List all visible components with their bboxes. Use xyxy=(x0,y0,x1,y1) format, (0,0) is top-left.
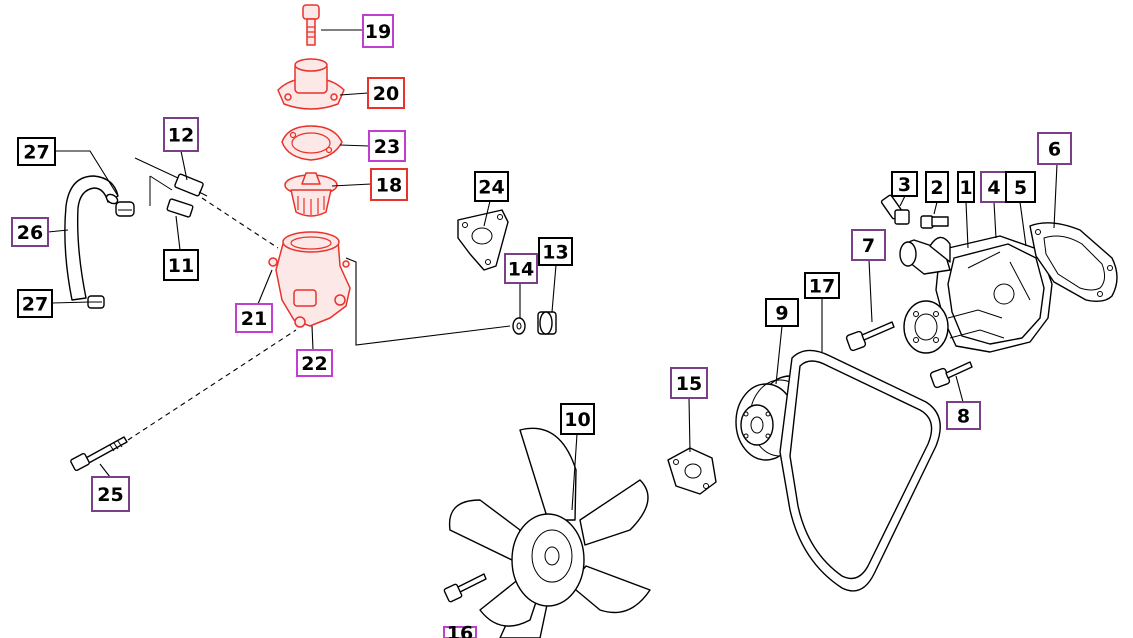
callout-13[interactable]: 13 xyxy=(538,237,573,266)
callout-26[interactable]: 26 xyxy=(11,217,49,247)
part-27-clamp-upper xyxy=(115,201,135,217)
callout-box-2[interactable] xyxy=(925,171,949,203)
part-7-bolt xyxy=(845,321,895,352)
part-14-washer xyxy=(512,317,526,335)
callout-box-19[interactable] xyxy=(362,14,394,48)
callout-box-16[interactable] xyxy=(443,626,477,638)
callout-box-26[interactable] xyxy=(11,217,49,247)
part-15-spacer xyxy=(667,447,717,495)
leader-lines xyxy=(47,29,1058,511)
callout-box-5[interactable] xyxy=(1005,171,1036,203)
callout-20[interactable]: 20 xyxy=(367,77,405,109)
part-25-long-bolt xyxy=(70,436,128,472)
callout-15[interactable]: 15 xyxy=(670,367,708,399)
callout-14[interactable]: 14 xyxy=(504,253,538,284)
callout-box-18[interactable] xyxy=(370,168,408,201)
callout-11[interactable]: 11 xyxy=(163,249,199,281)
callout-17[interactable]: 17 xyxy=(804,272,840,299)
callout-box-14[interactable] xyxy=(504,253,538,284)
callout-24[interactable]: 24 xyxy=(474,171,509,202)
callout-8[interactable]: 8 xyxy=(946,401,981,430)
callout-box-22[interactable] xyxy=(296,349,333,377)
part-20-thermostat-cover xyxy=(277,58,345,110)
part-10-fan xyxy=(448,427,651,638)
callout-box-20[interactable] xyxy=(367,77,405,109)
part-11-sensor xyxy=(149,175,194,218)
part-12-temperature-sensor xyxy=(134,157,208,197)
callout-box-21[interactable] xyxy=(235,303,273,333)
callout-box-27b[interactable] xyxy=(17,289,53,318)
part-2-small-bolt xyxy=(920,215,949,229)
callout-19[interactable]: 19 xyxy=(362,14,394,48)
callout-6[interactable]: 6 xyxy=(1037,132,1072,165)
part-23-gasket xyxy=(281,125,343,161)
callout-27a[interactable]: 27 xyxy=(17,137,56,166)
part-8-bolt xyxy=(929,361,973,389)
callout-box-13[interactable] xyxy=(538,237,573,266)
callout-21[interactable]: 21 xyxy=(235,303,273,333)
part-26-hose xyxy=(64,175,119,301)
callout-22[interactable]: 22 xyxy=(296,349,333,377)
callout-box-17[interactable] xyxy=(804,272,840,299)
part-22-thermostat-housing xyxy=(268,231,351,328)
part-13-plug xyxy=(537,311,557,335)
part-16-bolt xyxy=(443,573,487,603)
part-17-v-belt xyxy=(779,349,941,592)
callout-18[interactable]: 18 xyxy=(370,168,408,201)
callout-5[interactable]: 5 xyxy=(1005,171,1036,203)
callout-box-25[interactable] xyxy=(91,476,130,512)
callout-box-9[interactable] xyxy=(765,298,799,327)
callout-box-27a[interactable] xyxy=(17,137,56,166)
callout-4[interactable]: 4 xyxy=(980,171,1008,203)
callout-box-3[interactable] xyxy=(891,171,918,197)
part-24-gasket-plate xyxy=(457,209,509,271)
callout-box-15[interactable] xyxy=(670,367,708,399)
callout-box-10[interactable] xyxy=(560,403,595,435)
callout-box-4[interactable] xyxy=(980,171,1008,203)
callout-1[interactable]: 1 xyxy=(957,171,975,203)
callout-box-8[interactable] xyxy=(946,401,981,430)
callout-25[interactable]: 25 xyxy=(91,476,130,512)
part-3-sensor xyxy=(880,194,910,225)
callout-16[interactable]: 16 xyxy=(443,623,477,638)
callout-box-12[interactable] xyxy=(163,117,199,152)
part-18-thermostat xyxy=(284,172,338,217)
callout-23[interactable]: 23 xyxy=(368,130,406,162)
callout-box-6[interactable] xyxy=(1037,132,1072,165)
callout-12[interactable]: 12 xyxy=(163,117,199,152)
part-19-bolt xyxy=(302,4,320,46)
part-6-pump-gasket xyxy=(1029,222,1118,303)
callout-box-1[interactable] xyxy=(957,171,975,203)
callout-3[interactable]: 3 xyxy=(891,171,918,197)
callout-box-23[interactable] xyxy=(368,130,406,162)
callout-box-24[interactable] xyxy=(474,171,509,202)
callout-27b[interactable]: 27 xyxy=(17,289,53,318)
part-1-water-pump xyxy=(899,235,1053,354)
callout-7[interactable]: 7 xyxy=(851,229,886,261)
callout-2[interactable]: 2 xyxy=(925,171,949,203)
callout-10[interactable]: 10 xyxy=(560,403,595,435)
callout-box-7[interactable] xyxy=(851,229,886,261)
callout-box-11[interactable] xyxy=(163,249,199,281)
callout-9[interactable]: 9 xyxy=(765,298,799,327)
part-27-clamp-lower xyxy=(87,295,105,309)
